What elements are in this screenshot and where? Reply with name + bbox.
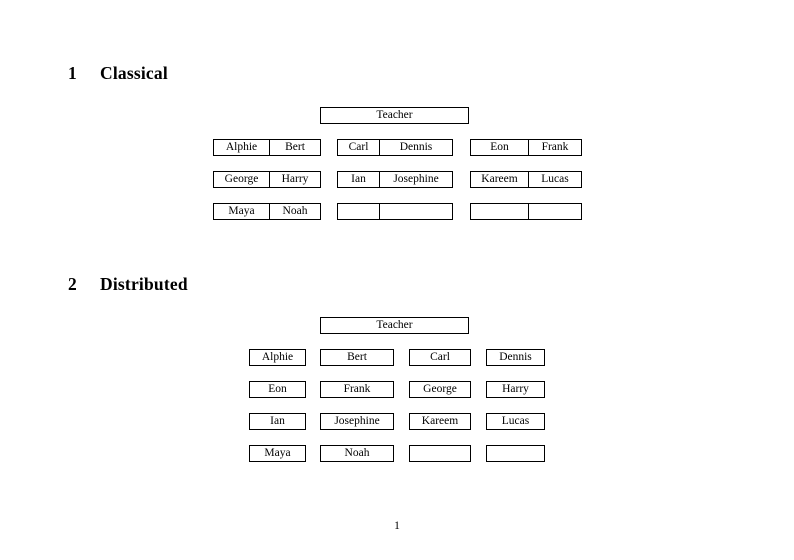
cell-name-empty — [380, 204, 452, 219]
section-title-1: Classical — [100, 63, 168, 83]
cell-name: Dennis — [399, 140, 433, 153]
student-box-empty — [409, 445, 471, 462]
student-box: Alphie — [249, 349, 306, 366]
cell-name: Bert — [285, 140, 305, 153]
cell-name: George — [214, 172, 270, 187]
cell-name: Ian — [338, 172, 380, 187]
section-heading-classical: 1 Classical — [68, 63, 168, 84]
section-title-2: Distributed — [100, 274, 188, 294]
student-box: Lucas — [486, 413, 545, 430]
section-heading-distributed: 2 Distributed — [68, 274, 188, 295]
table-row: Alphie Bert — [213, 139, 321, 156]
student-box: Noah — [320, 445, 394, 462]
student-box-empty — [486, 445, 545, 462]
student-box: George — [409, 381, 471, 398]
cell-name: Carl — [338, 140, 380, 155]
cell-name: Eon — [471, 140, 529, 155]
table-row: Kareem Lucas — [470, 171, 582, 188]
table-row: Carl Dennis — [337, 139, 453, 156]
student-box: Frank — [320, 381, 394, 398]
section-number-2: 2 — [68, 274, 77, 294]
teacher-box-distributed: Teacher — [320, 317, 469, 334]
cell-name: Kareem — [471, 172, 529, 187]
teacher-box-classical: Teacher — [320, 107, 469, 124]
section-number-1: 1 — [68, 63, 77, 83]
student-box: Harry — [486, 381, 545, 398]
student-box: Eon — [249, 381, 306, 398]
cell-name-empty — [529, 204, 581, 219]
student-box: Kareem — [409, 413, 471, 430]
cell-name-empty — [338, 204, 380, 219]
cell-name: Maya — [214, 204, 270, 219]
cell-name: Alphie — [214, 140, 270, 155]
student-box: Ian — [249, 413, 306, 430]
table-row: Ian Josephine — [337, 171, 453, 188]
table-row-empty — [337, 203, 453, 220]
student-box: Carl — [409, 349, 471, 366]
cell-name-empty — [471, 204, 529, 219]
student-box: Dennis — [486, 349, 545, 366]
table-row: George Harry — [213, 171, 321, 188]
student-box: Bert — [320, 349, 394, 366]
student-box: Maya — [249, 445, 306, 462]
table-row-empty — [470, 203, 582, 220]
page-number: 1 — [394, 520, 400, 532]
cell-name: Frank — [541, 140, 569, 153]
student-box: Josephine — [320, 413, 394, 430]
cell-name: Noah — [282, 204, 308, 217]
cell-name: Lucas — [541, 172, 569, 185]
cell-name: Josephine — [393, 172, 439, 185]
table-row: Maya Noah — [213, 203, 321, 220]
table-row: Eon Frank — [470, 139, 582, 156]
cell-name: Harry — [281, 172, 309, 185]
